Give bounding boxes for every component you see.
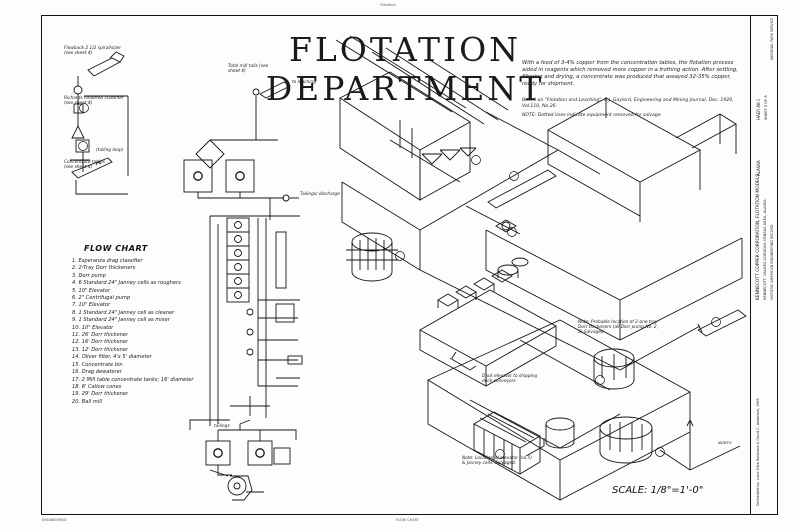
title-block-sheet: SHEET 5 OF 8 bbox=[764, 95, 768, 120]
title-block-state: ALASKA bbox=[756, 160, 761, 176]
callout-19 bbox=[395, 251, 405, 261]
callout-18 bbox=[509, 171, 519, 181]
label-dock-elevator: Dock elevator to shipping dock conveyors bbox=[482, 374, 538, 385]
callout-5 bbox=[213, 448, 223, 458]
top-margin-mark: Flotation bbox=[380, 3, 396, 7]
flow-chart-list: 1. Esperanza drag classifier 2. 2-Tray D… bbox=[72, 258, 212, 406]
callout-16 bbox=[711, 317, 721, 327]
callout-1 bbox=[79, 103, 89, 113]
label-tails-ref: Total mill tails (see sheet 4) bbox=[228, 64, 269, 75]
label-tailings-bottom: tailings bbox=[214, 424, 230, 429]
label-discharge: Tailings/ discharge bbox=[300, 192, 340, 197]
callout-4 bbox=[235, 171, 245, 181]
list-item: 9. 1 Standard 24" Janney cell as mixer bbox=[72, 317, 170, 324]
callout-10 bbox=[507, 227, 517, 237]
list-item: 20. Ball mill bbox=[72, 398, 102, 405]
title-block bbox=[750, 15, 778, 515]
process-description: With a feed of 3-4% copper from the conc… bbox=[522, 60, 738, 87]
isometric-mill-building bbox=[335, 35, 747, 501]
list-item: 14. Oliver filter, 4'x 5' diameter bbox=[72, 354, 152, 361]
salvage-note: NOTE: Dotted lines indicate equipment re… bbox=[522, 113, 661, 118]
label-classifier-ref: Richards hindered classifier (see sheet … bbox=[64, 96, 124, 107]
source-citation: Based on "Flotation and Leaching", E.J. … bbox=[522, 98, 734, 109]
list-item: 3. Dorr pump bbox=[72, 272, 106, 279]
label-launder-note: Note: Location of elevator (no.5) & Jann… bbox=[462, 456, 533, 467]
list-item: 18. 6' Callow cones bbox=[72, 383, 122, 390]
callout-17 bbox=[471, 155, 481, 165]
label-flowsheet-top: Flowback 2 1/2 spiral/sizer (see sheet 4… bbox=[64, 46, 122, 57]
title-block-delineator: Delineated by: Lucie Ellen Buckland & Da… bbox=[756, 398, 760, 506]
list-item: 16. Drag dewaterer bbox=[72, 369, 122, 376]
list-item: 6. 2" Centrifugal pump bbox=[72, 295, 131, 302]
footer-left: ENGINEERING bbox=[42, 518, 67, 522]
list-item: 2. 2-Tray Dorr thickeners bbox=[72, 265, 136, 272]
title-block-code: HAER AK-1 bbox=[756, 98, 761, 120]
label-tailing-loop: (tailing loop) bbox=[96, 148, 124, 153]
list-item: 17. 2 Mill table concentrate tanks; 16' … bbox=[72, 376, 194, 383]
scale-note: SCALE: 1/8"=1'-0" bbox=[612, 485, 704, 496]
callout-6 bbox=[255, 448, 265, 458]
list-item: 13. 12' Dorr thickener bbox=[72, 346, 129, 353]
title-block-survey: HISTORIC AMERICAN ENGINEERING RECORD bbox=[770, 224, 774, 300]
page-title: FLOTATION DEPARTMENT bbox=[265, 30, 545, 108]
flowsheet-diagram bbox=[70, 51, 303, 501]
list-item: 5. 10" Elevator bbox=[72, 287, 111, 294]
list-item: 4. 6 Standard 24" Janney cells as roughe… bbox=[72, 280, 181, 287]
north-arrow-label: NORTH bbox=[718, 440, 732, 445]
list-item: 12. 16' Dorr thickener bbox=[72, 339, 129, 346]
list-item: 19. 29' Dorr thickener bbox=[72, 391, 129, 398]
callout-3 bbox=[193, 171, 203, 181]
sheet-border bbox=[41, 15, 778, 515]
label-tables-ref: Concentrate tables (see sheet 4) bbox=[64, 160, 105, 171]
footer-middle: FLOW CHART bbox=[396, 518, 419, 522]
list-item: 10. 10" Elevator bbox=[72, 324, 114, 331]
label-pipe-note: Note: Probable location of 2-one tray Do… bbox=[578, 320, 658, 336]
flow-chart-title: FLOW CHART bbox=[84, 244, 148, 253]
label-to-leaching: to leaching bbox=[292, 80, 316, 85]
title-block-project: KENNECOTT COPPER CORPORATION, FLOTATION … bbox=[756, 174, 761, 300]
list-item: 1. Esperanza drag classifier bbox=[72, 258, 143, 264]
list-item: 11. 26' Dorr thickener bbox=[72, 332, 129, 339]
title-block-location: KENNECOTT, VALDEZ-CORDOVA CENSUS AREA, A… bbox=[763, 199, 767, 300]
callout-12 bbox=[595, 375, 605, 385]
callout-2 bbox=[78, 141, 88, 151]
callout-11 bbox=[655, 447, 665, 457]
callout-14 bbox=[495, 449, 505, 459]
list-item: 8. 1 Standard 24" Janney cell as cleaner bbox=[72, 309, 175, 316]
list-item: 7. 10" Elevator bbox=[72, 302, 111, 309]
title-block-office: NATIONAL PARK SERVICE bbox=[770, 17, 774, 60]
list-item: 15. Concentrate bin bbox=[72, 361, 123, 368]
